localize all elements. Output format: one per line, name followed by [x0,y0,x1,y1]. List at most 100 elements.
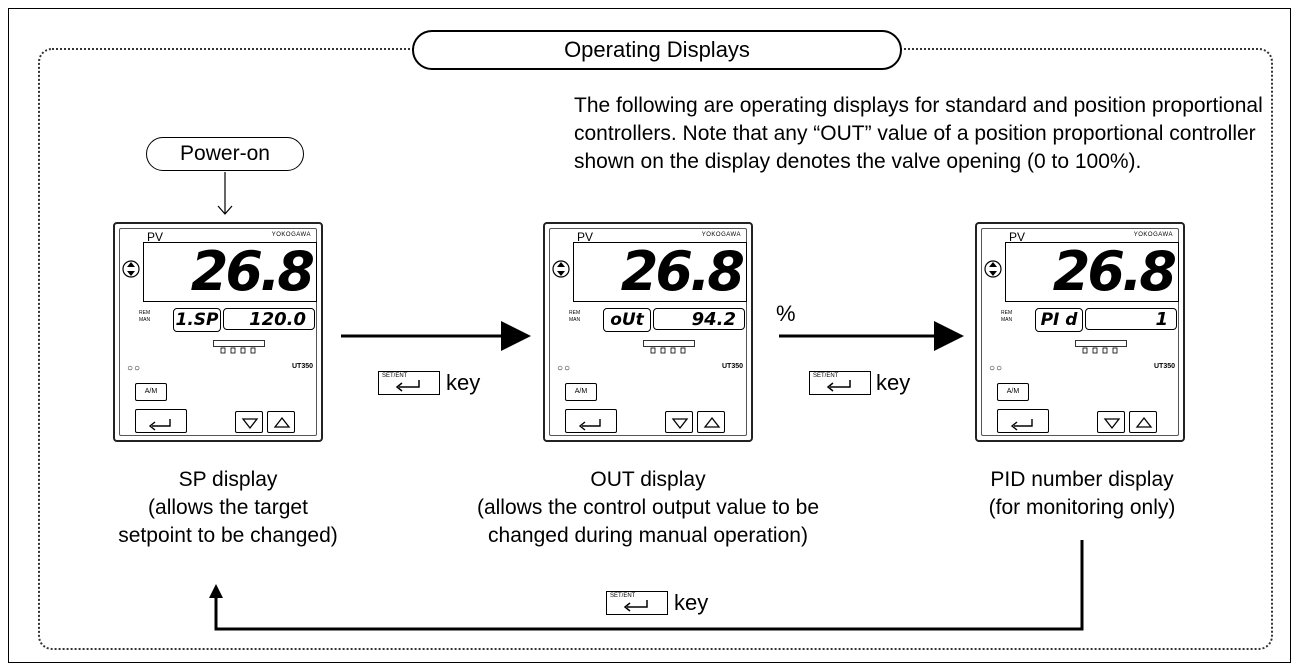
caption-line: (allows the target [148,496,308,519]
pv-label: PV [147,230,164,244]
brand-logo: YOKOGAWA [271,232,311,238]
pv-display-window: 26.8 [573,242,747,302]
controller-inner-frame [981,228,1179,436]
alarm-lamps [1075,340,1127,354]
key-icon-text: SET/ENT [382,373,408,379]
caption-title: PID number display [990,468,1174,491]
setent-button[interactable] [135,409,187,433]
enter-arrow-icon [1010,419,1033,431]
am-button[interactable]: A/M [565,383,597,401]
pv-value: 26.8 [1052,240,1177,303]
status-dots: ○○ [127,363,142,374]
key-icon-text: SET/ENT [813,373,839,379]
status-dots: ○○ [989,363,1004,374]
triangle-down-icon [671,418,689,430]
data-display: 1 [1085,308,1177,330]
caption-title: SP display [178,468,278,491]
brand-logo: YOKOGAWA [701,232,741,238]
triangle-up-icon [273,416,291,428]
model-label: UT350 [1153,363,1175,370]
up-down-indicator-icon [122,260,140,278]
rem-man-lamps: REM MAN [1001,310,1012,324]
rem-man-lamps: REM MAN [569,310,580,324]
controller-body [543,222,753,442]
enter-arrow-icon [826,380,851,392]
up-button[interactable] [1129,411,1157,433]
alarm-lamps [213,340,265,354]
down-button[interactable] [235,411,263,433]
rem-man-lamps: REM MAN [139,310,150,324]
pv-value: 26.8 [620,240,745,303]
outer-frame [8,8,1291,663]
up-down-indicator-icon [984,260,1002,278]
controller-out: PV YOKOGAWA 26.8 REM MAN oUt 94.2 ○○ UT3… [543,222,753,442]
caption-line: setpoint to be changed) [118,524,338,547]
am-button[interactable]: A/M [135,383,167,401]
symbol-display: oUt [603,308,651,332]
setent-key-icon-2: SET/ENT [809,371,871,395]
rem-lamp-label: REM [139,310,151,316]
enter-arrow-icon [623,600,648,612]
controller-body [113,222,323,442]
model-label: UT350 [721,363,743,370]
enter-arrow-icon [395,380,420,392]
key-label-2: key [876,370,911,395]
man-lamp-label: MAN [569,317,581,323]
percent-label: % [776,301,796,326]
brand-logo: YOKOGAWA [1133,232,1173,238]
man-lamp-label: MAN [139,317,151,323]
pv-display-window: 26.8 [1005,242,1179,302]
am-button[interactable]: A/M [997,383,1029,401]
up-button[interactable] [697,411,725,433]
caption-line: (allows the control output value to be [476,496,820,519]
enter-arrow-icon [148,419,171,431]
triangle-down-icon [241,418,259,430]
arrow-pid-to-sp [214,540,1084,631]
setent-key-icon-3: SET/ENT [606,591,668,615]
pv-label: PV [1009,230,1026,244]
man-lamp-label: MAN [1001,317,1013,323]
rem-lamp-label: REM [569,310,581,316]
caption-out: OUT display (allows the control output v… [428,466,868,550]
symbol-display: PI d [1035,308,1083,332]
caption-title: OUT display [590,468,706,491]
triangle-up-icon [703,416,721,428]
down-button[interactable] [1097,411,1125,433]
rem-lamp-label: REM [1001,310,1013,316]
controller-pid: PV YOKOGAWA 26.8 REM MAN PI d 1 ○○ UT350… [975,222,1185,442]
up-button[interactable] [267,411,295,433]
diagram-title: Operating Displays [412,30,902,70]
controller-sp: PV YOKOGAWA 26.8 REM MAN 1.SP 120.0 ○○ U… [113,222,323,442]
controller-inner-frame [549,228,747,436]
alarm-lamps [643,340,695,354]
setent-button[interactable] [997,409,1049,433]
controller-body [975,222,1185,442]
key-label-1: key [446,370,481,395]
status-dots: ○○ [557,363,572,374]
triangle-up-icon [1135,416,1153,428]
pv-display-window: 26.8 [143,242,317,302]
setent-key-icon-1: SET/ENT [378,371,440,395]
model-label: UT350 [291,363,313,370]
down-button[interactable] [665,411,693,433]
controller-inner-frame [119,228,317,436]
triangle-down-icon [1103,418,1121,430]
setent-button[interactable] [565,409,617,433]
data-display: 120.0 [223,308,315,330]
power-on-arrowhead [217,205,233,215]
power-on-label: Power-on [146,137,304,171]
caption-pid: PID number display (for monitoring only) [932,466,1232,522]
return-arrowhead [209,584,223,598]
symbol-display: 1.SP [173,308,221,332]
caption-line: (for monitoring only) [988,496,1176,519]
intro-text: The following are operating displays for… [574,94,1263,173]
pv-value: 26.8 [190,240,315,303]
pv-label: PV [577,230,594,244]
key-label-3: key [674,590,709,615]
caption-line: changed during manual operation) [488,524,808,547]
data-display: 94.2 [653,308,745,330]
key-icon-text: SET/ENT [610,593,636,599]
enter-arrow-icon [578,419,601,431]
